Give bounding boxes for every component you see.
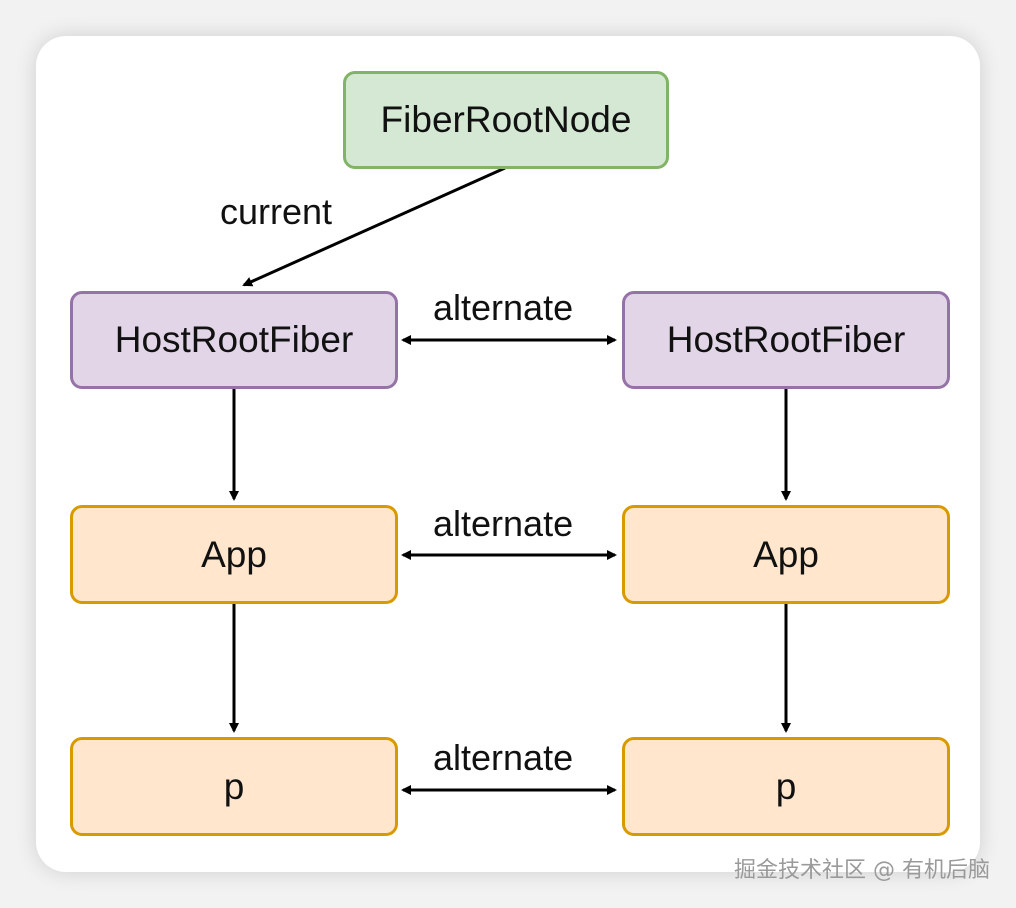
app-node-alternate-label: App [753, 533, 819, 575]
alternate-label-app: alternate [433, 503, 574, 544]
app-node-current-label: App [201, 533, 267, 575]
alternate-label-host: alternate [433, 287, 574, 328]
host-root-fiber-current: HostRootFiber [70, 291, 398, 389]
host-root-fiber-alternate-label: HostRootFiber [666, 319, 906, 360]
alternate-label-p: alternate [433, 737, 574, 778]
p-node-current: p [70, 737, 398, 836]
fiber-root-node: FiberRootNode [343, 71, 669, 169]
app-node-alternate: App [622, 505, 950, 604]
app-node-current: App [70, 505, 398, 604]
current-edge [242, 166, 506, 287]
p-node-alternate: p [622, 737, 950, 836]
fiber-root-node-label: FiberRootNode [380, 99, 632, 140]
host-root-fiber-current-label: HostRootFiber [114, 319, 354, 360]
current-edge-label: current [220, 191, 333, 232]
p-node-current-label: p [223, 765, 245, 807]
p-node-alternate-label: p [775, 765, 797, 807]
host-root-fiber-alternate: HostRootFiber [622, 291, 950, 389]
watermark-text: 掘金技术社区 @ 有机后脑 [734, 858, 990, 883]
diagram-card [36, 36, 980, 872]
